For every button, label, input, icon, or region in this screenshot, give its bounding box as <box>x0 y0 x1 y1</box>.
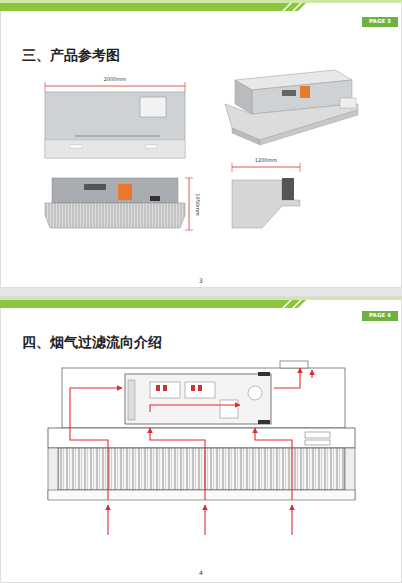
dimension-label: 2000mm <box>104 77 126 82</box>
dimension-label: 1200mm <box>255 158 277 163</box>
page-number: 4 <box>199 570 203 576</box>
page-badge: PAGE 4 <box>369 313 391 319</box>
dimension-label: 1050mm <box>195 193 200 215</box>
page-number: 3 <box>199 278 203 284</box>
page-badge: PAGE 3 <box>369 19 391 25</box>
section-heading: 三、产品参考图 <box>22 48 120 62</box>
section-heading: 四、烟气过滤流向介绍 <box>22 335 162 349</box>
